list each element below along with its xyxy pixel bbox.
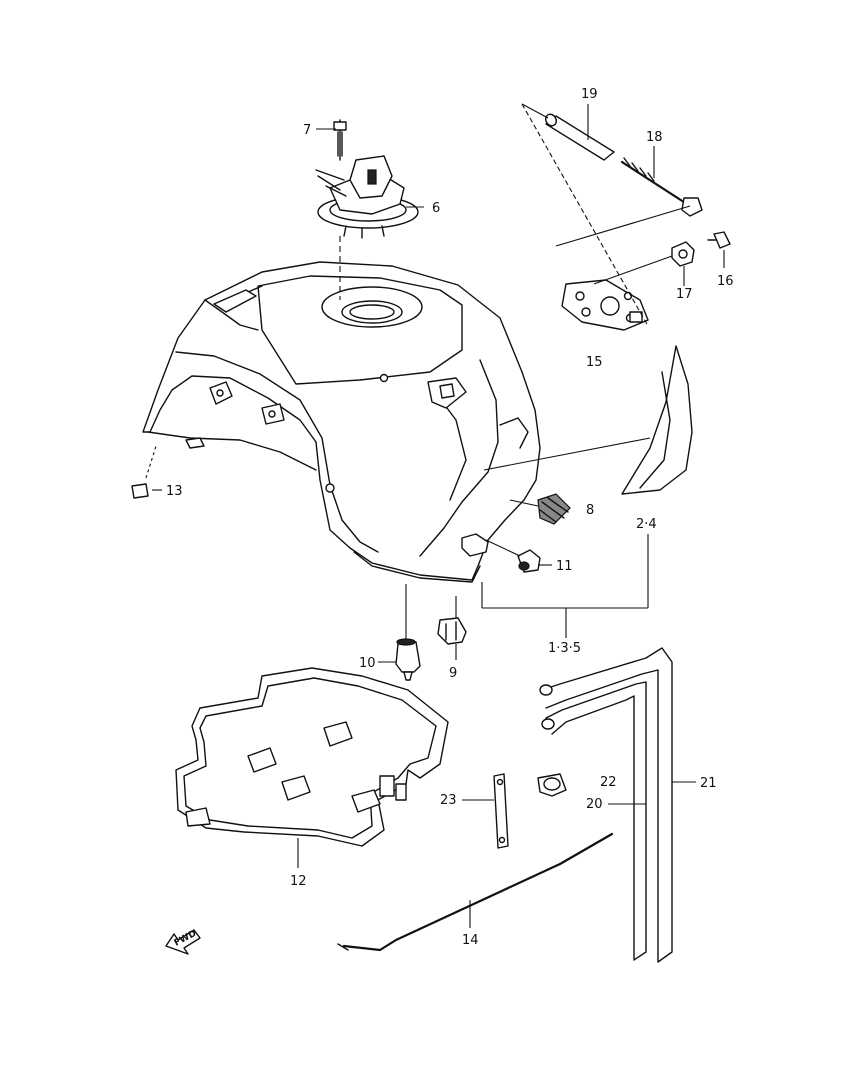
fuel-tank-tray [175, 667, 449, 847]
callout-15: 15 [586, 355, 603, 370]
callout-10: 10 [359, 656, 376, 671]
callout-18: 18 [646, 130, 663, 145]
leader-lines [152, 104, 725, 928]
fwd-arrow-icon: FWD [165, 929, 201, 955]
callout-1-3-5: 1·3·5 [548, 641, 581, 656]
callout-labels: 19 18 7 6 16 17 15 13 8 2·4 11 1·3·5 10 … [166, 87, 734, 948]
callout-12: 12 [290, 874, 307, 889]
hoses-and-rod [337, 647, 673, 963]
callout-9: 9 [449, 666, 457, 681]
side-cover [483, 345, 693, 495]
callout-2-4: 2·4 [636, 517, 657, 532]
small-parts [131, 445, 571, 681]
callout-23: 23 [440, 793, 457, 808]
callout-20: 20 [586, 797, 603, 812]
callout-22: 22 [600, 775, 617, 790]
callout-11: 11 [556, 559, 573, 574]
callout-13: 13 [166, 484, 183, 499]
callout-7: 7 [303, 123, 311, 138]
callout-21: 21 [700, 776, 717, 791]
callout-6: 6 [432, 201, 440, 216]
fuel-tank [142, 261, 541, 583]
mount-parts-upper-right [521, 103, 731, 331]
callout-14: 14 [462, 933, 479, 948]
callout-8: 8 [586, 503, 594, 518]
callout-17: 17 [676, 287, 693, 302]
fuel-pump-assembly [315, 119, 419, 300]
callout-16: 16 [717, 274, 734, 289]
callout-19: 19 [581, 87, 598, 102]
